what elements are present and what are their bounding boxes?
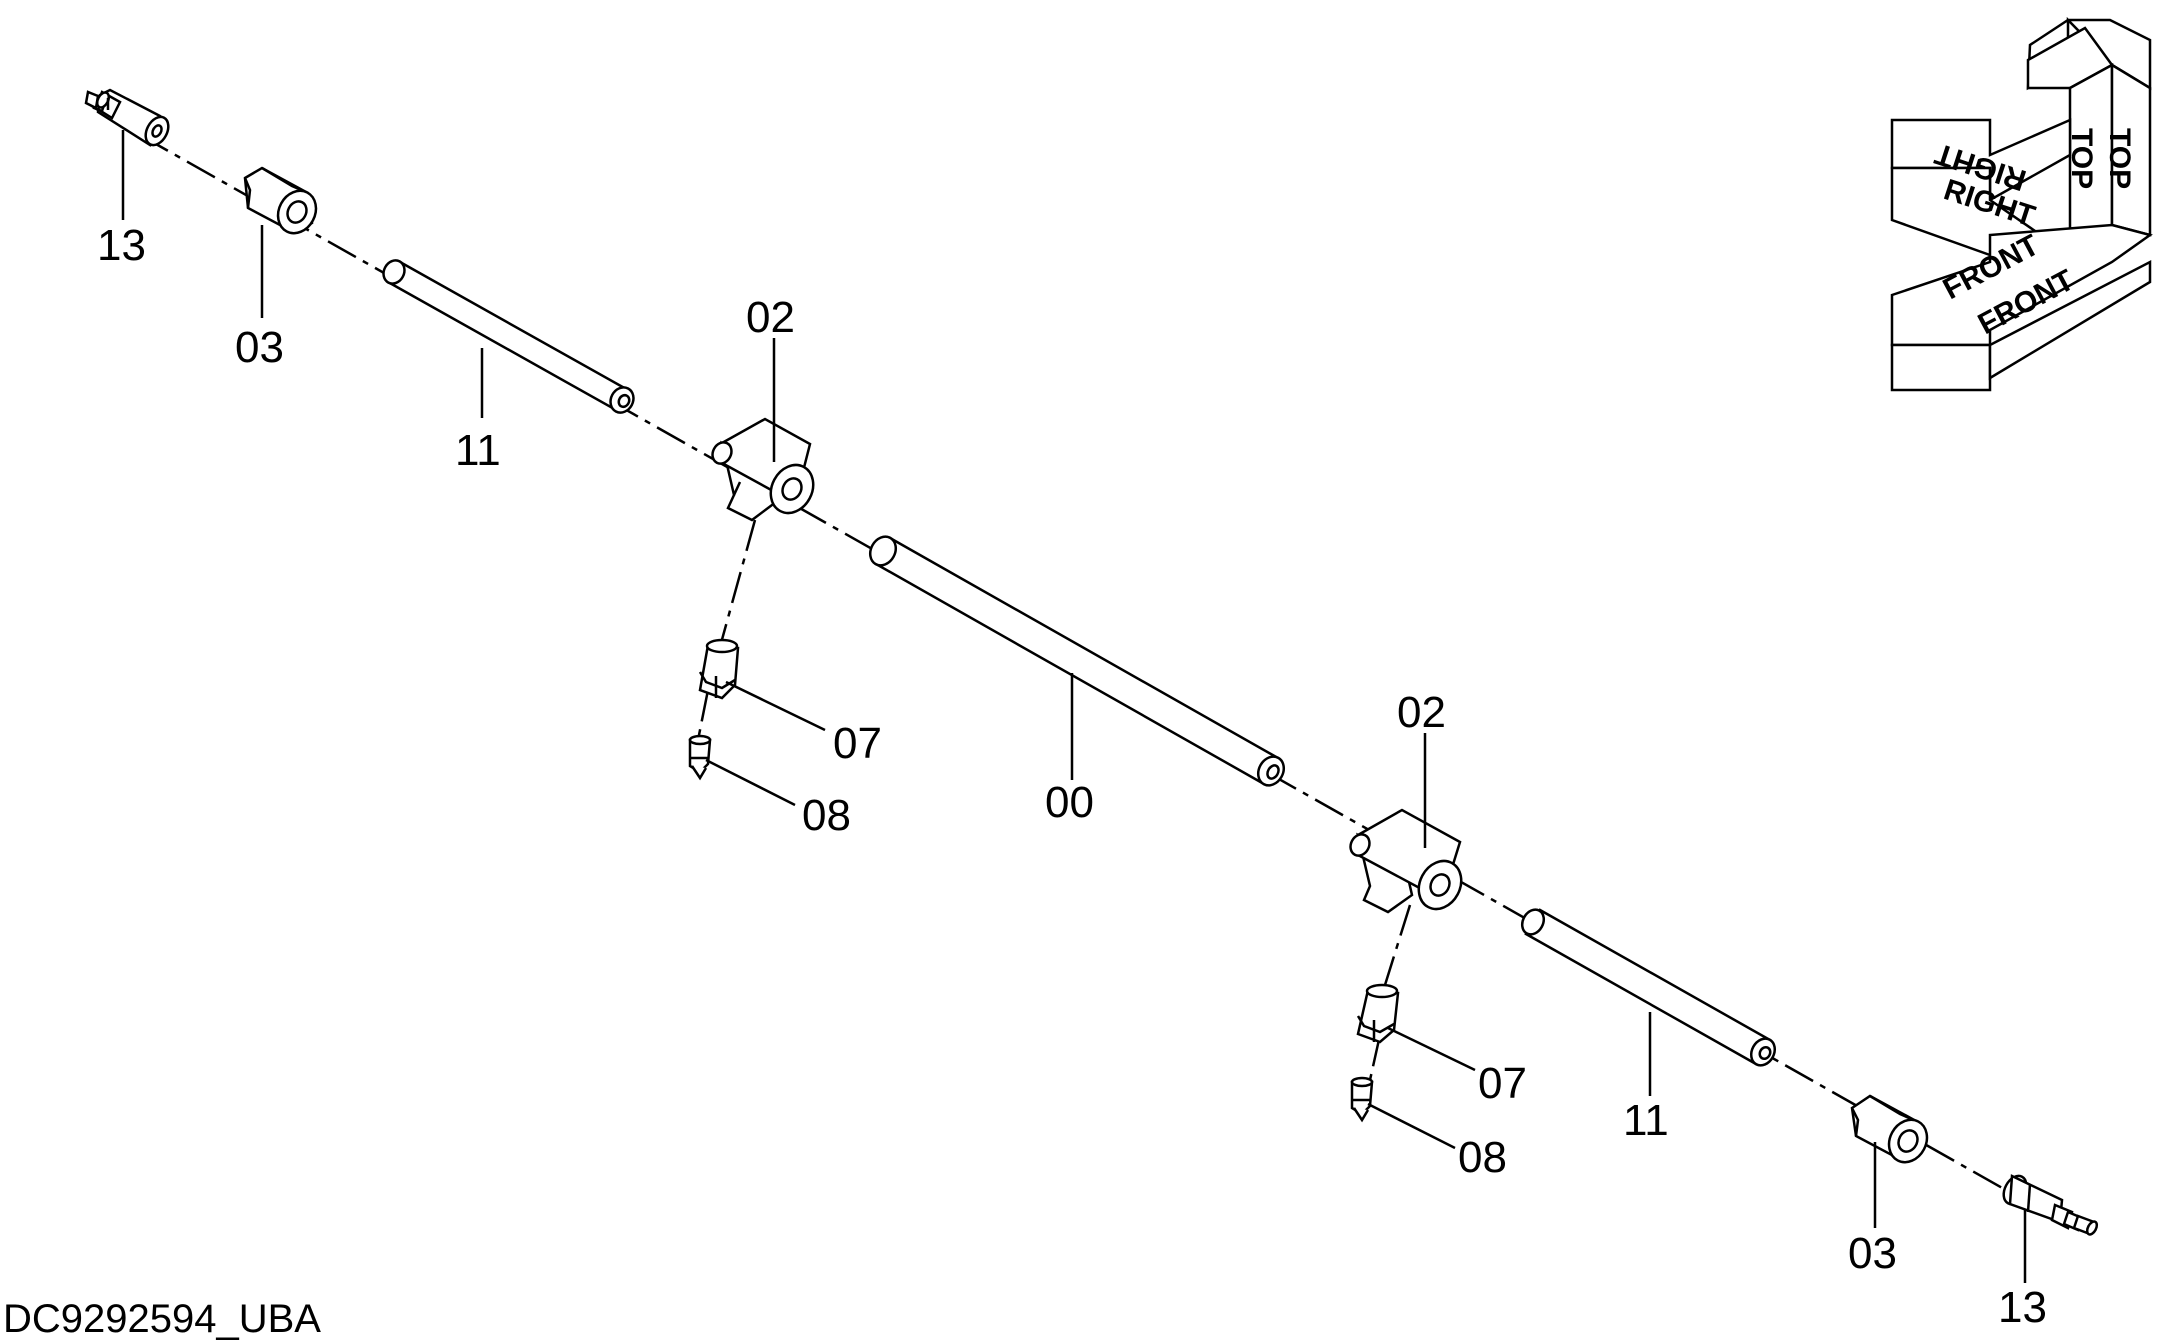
part-labels: 13 03 11 02 07 08 00 02 07 08 11 03 13 <box>97 221 2047 1332</box>
orientation-indicator: TOP TOP RIGHT RIGHT FRONT FRONT <box>1890 16 2153 392</box>
fitting-left <box>698 638 740 700</box>
label-connector-right: 13 <box>1998 1283 2047 1332</box>
tee-left <box>711 417 815 522</box>
grease-nipple-left <box>688 734 712 781</box>
fitting-right <box>1356 983 1400 1044</box>
tee-right <box>1349 808 1463 914</box>
label-nut-left: 03 <box>235 323 284 372</box>
drawing-id: DC9292594_UBA <box>3 1297 321 1341</box>
tube-left <box>382 259 635 414</box>
label-fitting-left: 07 <box>833 719 882 768</box>
grease-nipple-right <box>1350 1076 1374 1123</box>
nut-right <box>1850 1094 1929 1164</box>
label-tee-left: 02 <box>746 293 795 342</box>
label-top-1: TOP <box>2065 128 2098 189</box>
label-grease-nipple-left: 08 <box>802 791 851 840</box>
label-fitting-right: 07 <box>1478 1059 1527 1108</box>
label-tube-right: 11 <box>1623 1096 1669 1145</box>
label-tube-main: 00 <box>1045 778 1094 827</box>
label-nut-right: 03 <box>1848 1229 1897 1278</box>
leader-lines <box>121 130 2027 1283</box>
tube-main <box>868 535 1286 787</box>
label-tube-left: 11 <box>455 426 501 475</box>
connector-right <box>2002 1174 2099 1236</box>
label-grease-nipple-right: 08 <box>1458 1133 1507 1182</box>
label-top-2: TOP <box>2103 128 2136 189</box>
label-tee-right: 02 <box>1397 688 1446 737</box>
connector-left <box>84 88 170 147</box>
nut-left <box>243 166 318 235</box>
tube-right <box>1520 908 1777 1067</box>
label-connector-left: 13 <box>97 221 146 270</box>
